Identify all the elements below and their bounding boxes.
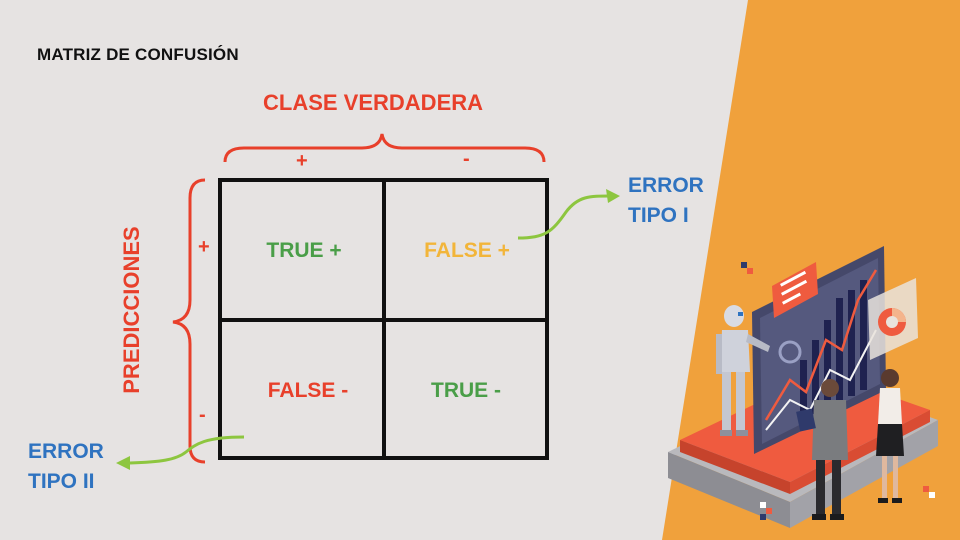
page-title: MATRIZ DE CONFUSIÓN [37,45,239,64]
error-type-2-arrow [129,435,245,465]
error-type-1-arrowhead [606,189,620,203]
error-type-1-arrow [517,194,611,240]
cell-false-negative: FALSE - [267,379,349,402]
row-positive-sign: + [198,236,210,258]
error-type-1-label: ERROR TIPO I [628,171,704,231]
robot-figure [716,305,770,436]
left-brace [172,178,206,464]
true-class-header: CLASE VERDADERA [263,90,484,115]
pixel-decor [741,262,935,520]
top-brace [223,133,546,163]
floating-card [772,262,818,318]
error-type-2-line1: ERROR [28,440,104,463]
woman-figure [876,369,904,503]
error-type-2-label: ERROR TIPO II [28,437,104,497]
error-type-2-line2: TIPO II [28,470,95,493]
error-type-2-arrowhead [116,456,130,470]
cell-true-positive: TRUE + [266,239,342,262]
column-negative-sign: - [463,148,470,170]
pie-card [868,278,918,360]
row-negative-sign: - [199,404,206,426]
man-figure [796,379,848,520]
column-positive-sign: + [296,150,308,172]
cell-true-negative: TRUE - [431,379,501,402]
cell-false-positive: FALSE + [424,239,510,262]
error-type-1-line2: TIPO I [628,204,689,227]
error-type-1-line1: ERROR [628,174,704,197]
